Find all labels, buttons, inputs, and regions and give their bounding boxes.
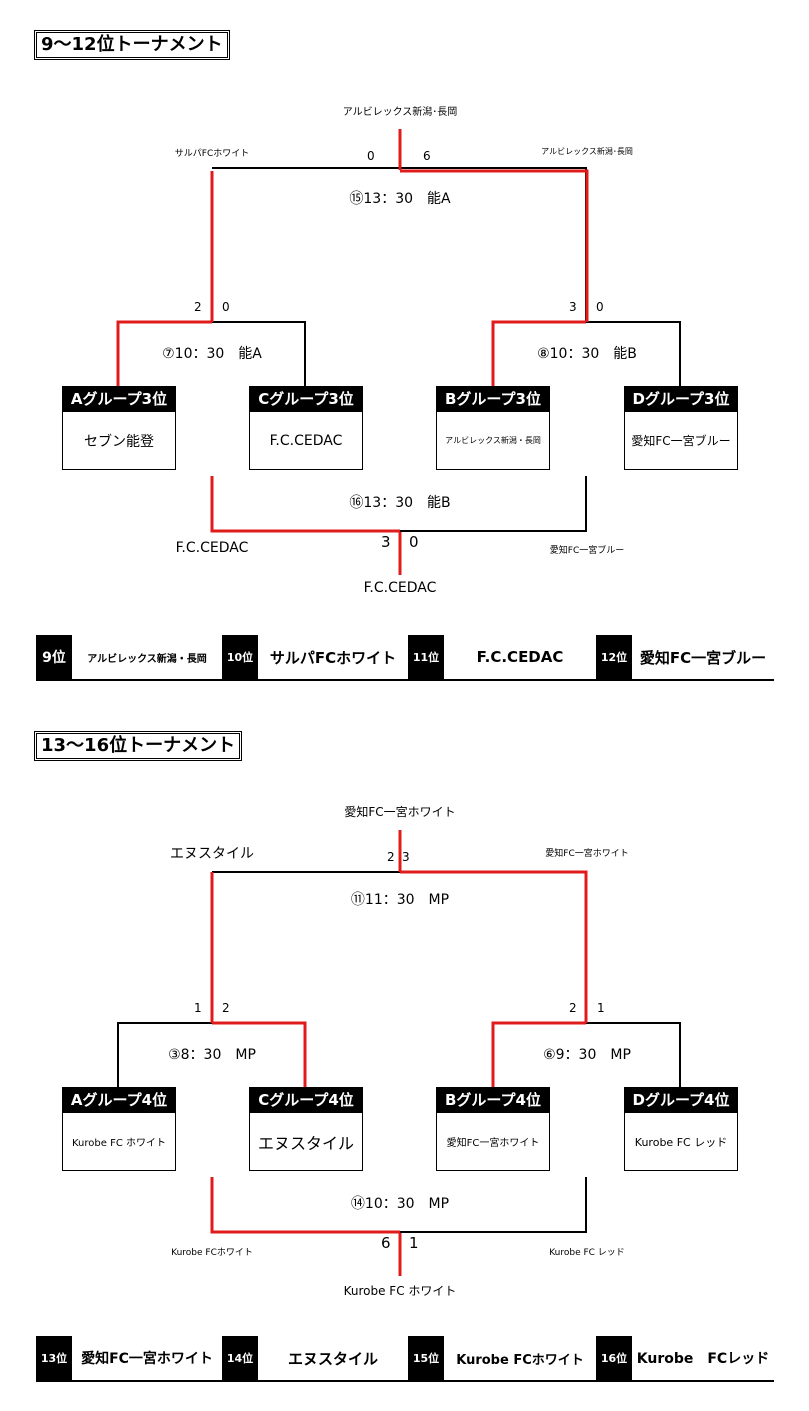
third-winner: Kurobe FC ホワイト xyxy=(343,1284,457,1298)
semi-left-score-right: 2 xyxy=(222,1001,230,1015)
rank-label: 15位 xyxy=(408,1336,444,1380)
team-group-label: Aグループ4位 xyxy=(63,1088,175,1113)
team-name: エヌスタイル xyxy=(257,1133,354,1153)
final-team-right: 愛知FC一宮ホワイト xyxy=(545,849,629,859)
semi-left-score-right: 0 xyxy=(222,300,230,314)
tournament-13-16: 13～16位トーナメント 愛知FC一宮ホワイト エヌスタイル 愛知FC一宮ホワイ… xyxy=(0,701,809,1406)
third-team-right: Kurobe FC レッド xyxy=(549,1248,625,1258)
team-box-b: Bグループ4位 愛知FC一宮ホワイト xyxy=(436,1087,550,1171)
third-match-info: ⑭10：30 MP xyxy=(350,1196,450,1212)
final-team-left: エヌスタイル xyxy=(170,846,254,862)
team-name: 愛知FC一宮ホワイト xyxy=(446,1138,540,1149)
team-box-a: Aグループ4位 Kurobe FC ホワイト xyxy=(62,1087,176,1171)
rank-team: Kurobe FCレッド xyxy=(636,1351,770,1367)
final-team-left: サルパFCホワイト xyxy=(174,149,250,159)
team-name: F.C.CEDAC xyxy=(269,432,343,449)
semi-right-score-left: 3 xyxy=(569,300,577,314)
third-team-right: 愛知FC一宮ブルー xyxy=(549,546,625,556)
team-box-d: Dグループ3位 愛知FC一宮ブルー xyxy=(624,386,738,470)
final-score-left: 2 xyxy=(387,850,395,864)
team-name: Kurobe FC ホワイト xyxy=(72,1138,166,1149)
semi-right-score-right: 0 xyxy=(596,300,604,314)
rank-label: 14位 xyxy=(222,1336,258,1380)
final-team-right: アルビレックス新潟･長岡 xyxy=(541,147,633,156)
rank-team: サルパFCホワイト xyxy=(269,648,397,667)
team-box-a: Aグループ3位 セブン能登 xyxy=(62,386,176,470)
rank-label: 16位 xyxy=(596,1336,632,1380)
rank-team: Kurobe FCホワイト xyxy=(456,1352,584,1368)
rank-label: 9位 xyxy=(36,635,72,679)
team-box-d: Dグループ4位 Kurobe FC レッド xyxy=(624,1087,738,1171)
team-group-label: Dグループ4位 xyxy=(625,1088,737,1113)
team-name: アルビレックス新潟・長岡 xyxy=(445,436,541,445)
semi-right-score-right: 1 xyxy=(597,1001,605,1015)
third-team-left: F.C.CEDAC xyxy=(175,540,249,556)
third-winner: F.C.CEDAC xyxy=(363,580,437,596)
team-box-c: Cグループ4位 エヌスタイル xyxy=(249,1087,363,1171)
third-match-info: ⑯13：30 能B xyxy=(349,495,451,511)
rank-team: F.C.CEDAC xyxy=(476,648,564,666)
semi-left-score-left: 2 xyxy=(194,300,202,314)
team-group-label: Bグループ3位 xyxy=(437,387,549,412)
third-score-right: 1 xyxy=(409,1234,419,1252)
team-name: Kurobe FC レッド xyxy=(634,1135,728,1149)
semi-left-match-info: ③8：30 MP xyxy=(168,1047,256,1063)
final-winner: 愛知FC一宮ホワイト xyxy=(344,805,456,819)
final-score-right: 6 xyxy=(423,149,431,163)
semi-left-match-info: ⑦10：30 能A xyxy=(162,346,262,362)
rank-team: 愛知FC一宮ホワイト xyxy=(81,1351,213,1367)
team-box-c: Cグループ3位 F.C.CEDAC xyxy=(249,386,363,470)
final-score-left: 0 xyxy=(367,149,375,163)
rank-team: エヌスタイル xyxy=(287,1349,378,1368)
bracket-lines xyxy=(116,129,681,575)
third-score-left: 3 xyxy=(381,533,391,551)
rank-label: 12位 xyxy=(596,635,632,679)
rank-team: 愛知FC一宮ブルー xyxy=(639,648,767,667)
semi-right-match-info: ⑥9：30 MP xyxy=(543,1047,631,1063)
final-ranking-bar: 13位 愛知FC一宮ホワイト 14位 エヌスタイル 15位 Kurobe FCホ… xyxy=(36,1336,774,1382)
team-group-label: Cグループ4位 xyxy=(250,1088,362,1113)
semi-left-score-left: 1 xyxy=(194,1001,202,1015)
team-group-label: Bグループ4位 xyxy=(437,1088,549,1113)
third-score-right: 0 xyxy=(409,533,419,551)
semi-right-score-left: 2 xyxy=(569,1001,577,1015)
section-title: 13～16位トーナメント xyxy=(34,731,243,761)
rank-label: 10位 xyxy=(222,635,258,679)
final-match-info: ⑪11：30 MP xyxy=(350,892,450,908)
final-match-info: ⑮13：30 能A xyxy=(349,191,451,207)
team-group-label: Aグループ3位 xyxy=(63,387,175,412)
final-score-right: 3 xyxy=(402,850,410,864)
section-title: 9～12位トーナメント xyxy=(34,30,230,60)
team-box-b: Bグループ3位 アルビレックス新潟・長岡 xyxy=(436,386,550,470)
final-winner: アルビレックス新潟･長岡 xyxy=(342,107,458,118)
team-name: 愛知FC一宮ブルー xyxy=(631,434,731,448)
bracket-lines xyxy=(117,830,681,1276)
team-name: セブン能登 xyxy=(84,433,154,450)
semi-right-match-info: ⑧10：30 能B xyxy=(537,346,637,362)
team-group-label: Dグループ3位 xyxy=(625,387,737,412)
rank-label: 11位 xyxy=(408,635,444,679)
team-group-label: Cグループ3位 xyxy=(250,387,362,412)
third-score-left: 6 xyxy=(381,1234,391,1252)
rank-label: 13位 xyxy=(36,1336,72,1380)
tournament-9-12: 9～12位トーナメント アルビレックス新潟･長岡 サルパFCホワイト アルビレッ… xyxy=(0,0,809,705)
third-team-left: Kurobe FCホワイト xyxy=(171,1248,253,1258)
final-ranking-bar: 9位 アルビレックス新潟・長岡 10位 サルパFCホワイト 11位 F.C.CE… xyxy=(36,635,774,681)
rank-team: アルビレックス新潟・長岡 xyxy=(87,653,207,665)
